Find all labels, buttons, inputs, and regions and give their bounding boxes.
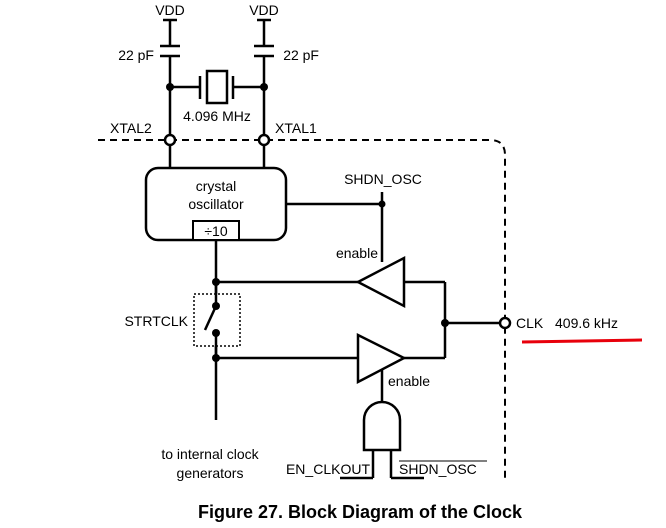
and-gate — [362, 400, 402, 452]
crystal — [166, 69, 268, 105]
osc-label-line2: oscillator — [188, 196, 244, 212]
internal-clock-label-line2: generators — [177, 465, 244, 481]
crystal-frequency: 4.096 MHz — [183, 108, 251, 124]
divider-label: ÷10 — [204, 223, 227, 239]
capacitor-left — [160, 18, 180, 140]
internal-clock-label-line1: to internal clock — [161, 446, 259, 462]
buffer-bottom-enable-label: enable — [388, 373, 430, 389]
buffer-top-enable-label: enable — [336, 245, 378, 261]
vdd-left-label: VDD — [155, 2, 185, 18]
vdd-right-label: VDD — [249, 2, 279, 18]
cap-right-value: 22 pF — [283, 47, 319, 63]
strtclk-label: STRTCLK — [124, 313, 188, 329]
shdn-osc-bottom-label: SHDN_OSC — [399, 461, 477, 477]
cap-left-value: 22 pF — [118, 47, 154, 63]
en-clkout-label: EN_CLKOUT — [286, 461, 370, 477]
shdn-osc-top-label: SHDN_OSC — [344, 171, 422, 187]
xtal1-label: XTAL1 — [275, 120, 317, 136]
strtclk-switch — [203, 305, 218, 331]
osc-label-line1: crystal — [196, 178, 236, 194]
xtal2-label: XTAL2 — [110, 120, 152, 136]
xtal1-pin — [257, 133, 271, 147]
clk-frequency: 409.6 kHz — [555, 315, 618, 331]
capacitor-right — [254, 18, 274, 140]
figure-caption: Figure 27. Block Diagram of the Clock — [198, 502, 523, 522]
clk-label: CLK — [516, 315, 544, 331]
buffer-top — [355, 255, 406, 309]
highlight-underline — [521, 338, 643, 344]
clk-pin — [498, 316, 512, 330]
xtal2-pin — [163, 133, 177, 147]
